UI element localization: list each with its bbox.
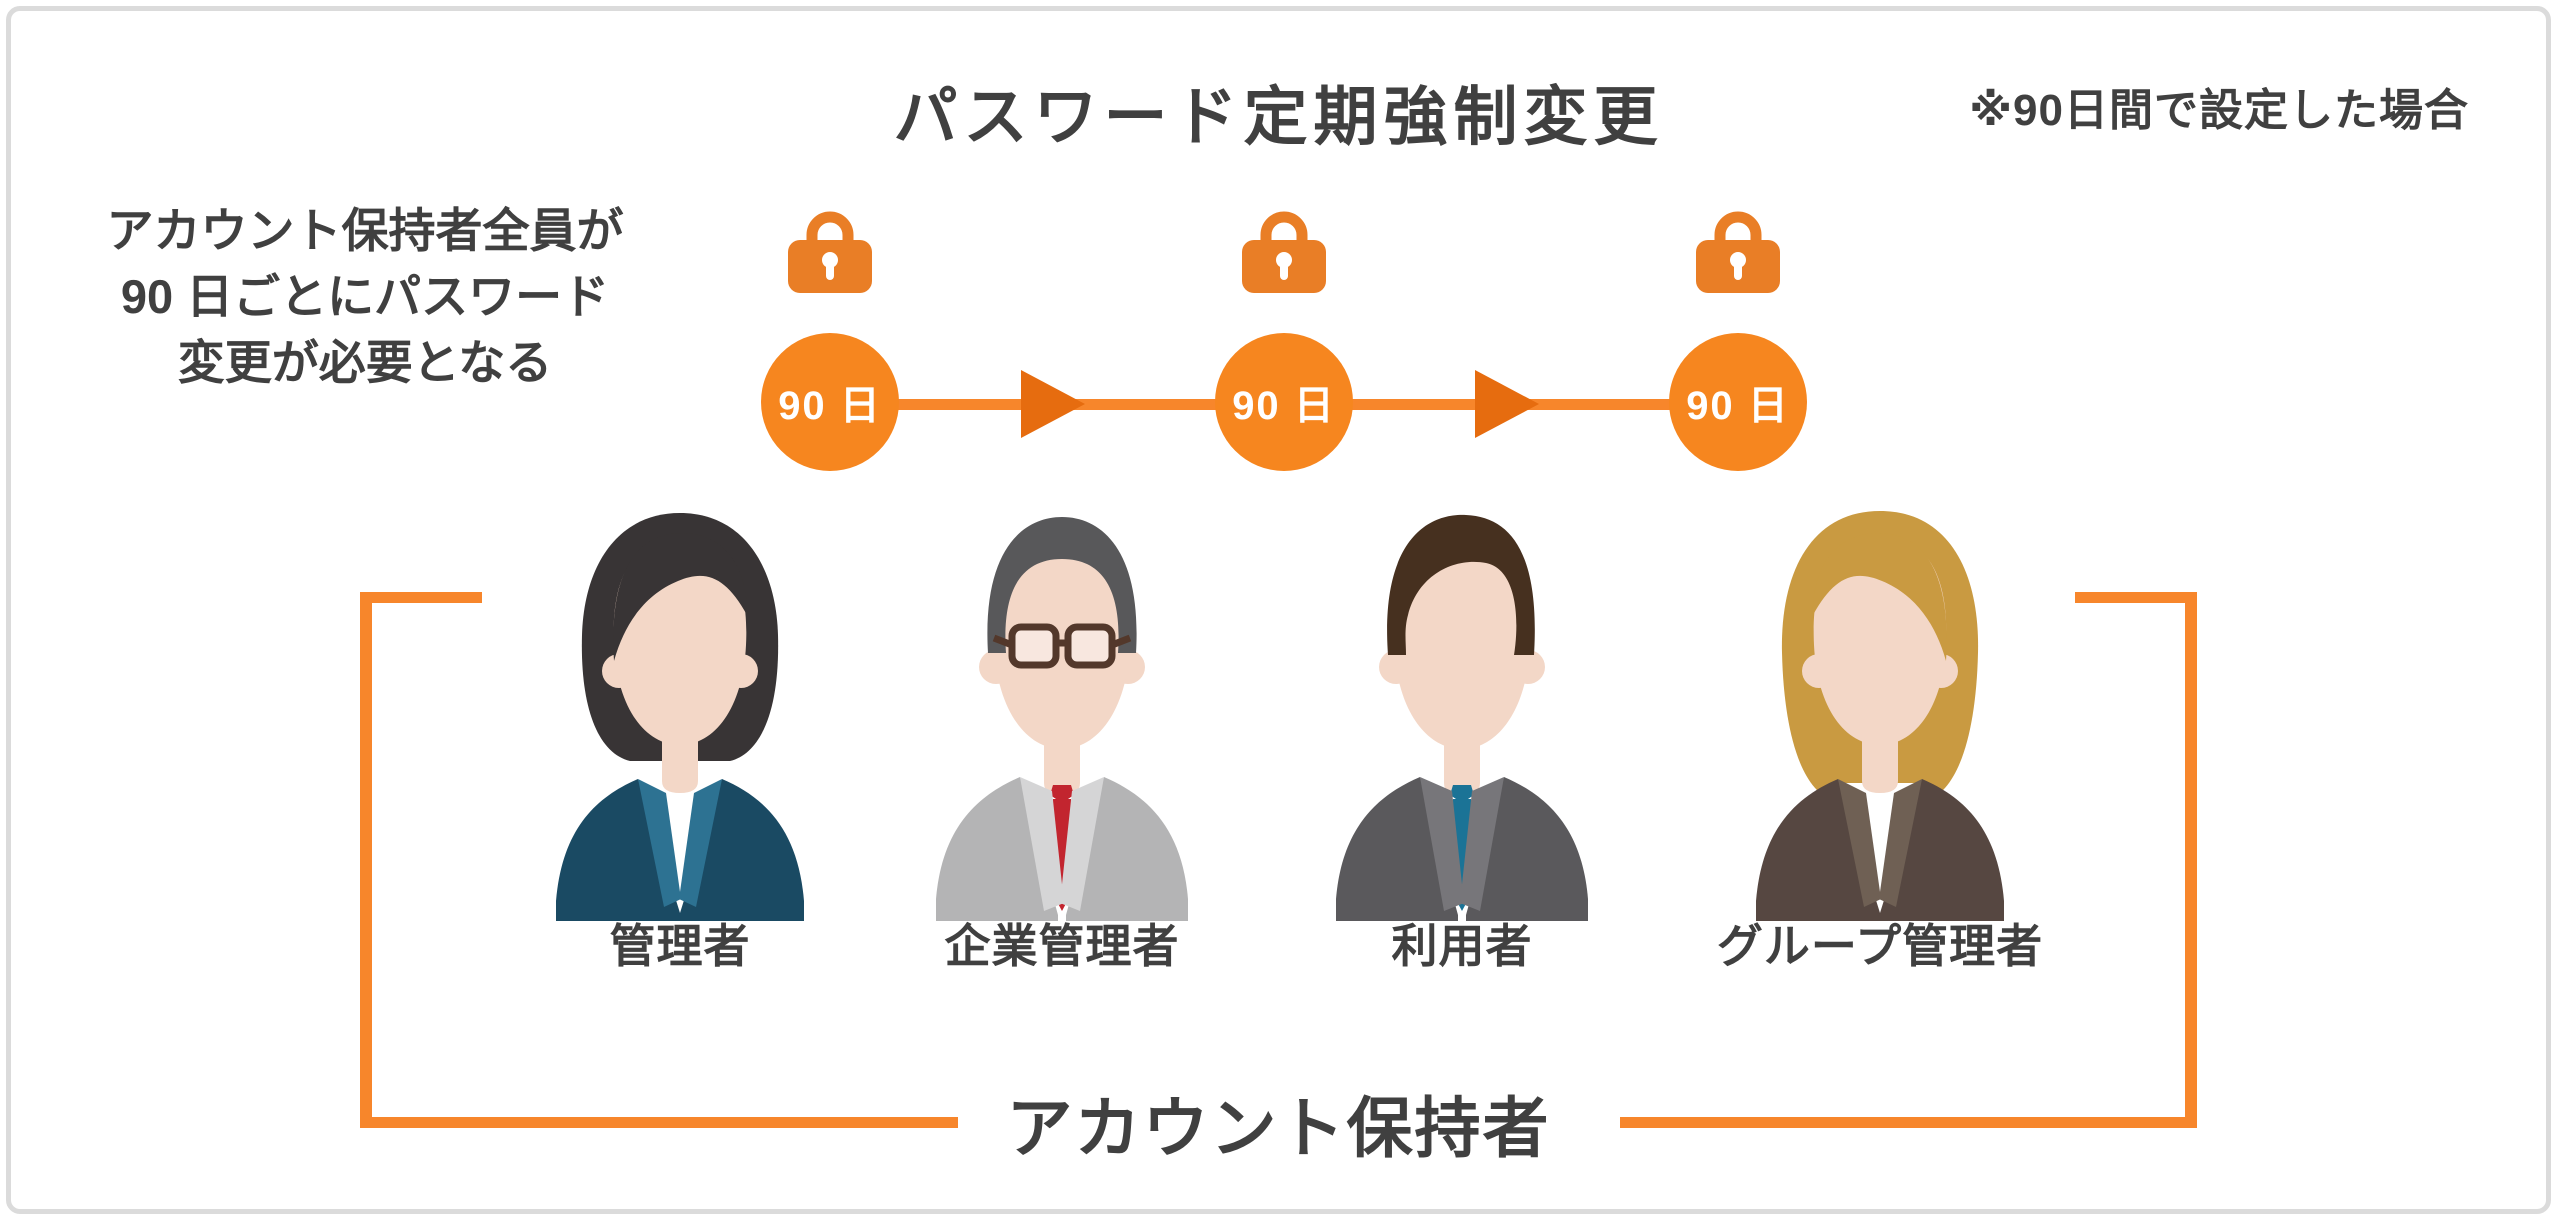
interval-label: 90 日 bbox=[778, 384, 882, 428]
bracket-left-top-arm bbox=[360, 592, 482, 603]
arrow-right-icon bbox=[1021, 370, 1085, 438]
member-label-admin: 管理者 bbox=[609, 920, 751, 972]
avatar-corporate-admin-man bbox=[936, 517, 1188, 921]
interval-badge: 90 日 bbox=[1669, 333, 1807, 471]
interval-label: 90 日 bbox=[1232, 384, 1336, 428]
member-label-group-admin: グループ管理者 bbox=[1716, 920, 2044, 972]
lock-icon bbox=[788, 211, 872, 293]
lock-icon bbox=[1242, 211, 1326, 293]
page-title: パスワード定期強制変更 bbox=[893, 81, 1664, 153]
note-text: ※90日間で設定した場合 bbox=[1969, 86, 2469, 135]
description-line-2: 90 日ごとにパスワード bbox=[120, 269, 610, 323]
description-line-3: 変更が必要となる bbox=[177, 335, 553, 389]
avatar-group-admin-woman bbox=[1756, 511, 2004, 921]
avatar-admin-woman bbox=[556, 513, 804, 921]
arrow-right-icon bbox=[1475, 370, 1539, 438]
interval-badge: 90 日 bbox=[761, 333, 899, 471]
description-text: アカウント保持者全員が 90 日ごとにパスワード 変更が必要となる bbox=[55, 198, 675, 395]
bracket-left-bottom-arm bbox=[360, 1117, 958, 1128]
account-holders-label: アカウント保持者 bbox=[1006, 1091, 1551, 1165]
avatar-user-man bbox=[1336, 514, 1588, 921]
bracket-right-bottom-arm bbox=[1620, 1117, 2197, 1128]
interval-label: 90 日 bbox=[1686, 384, 1790, 428]
bracket-right-top-arm bbox=[2075, 592, 2197, 603]
member-label-user: 利用者 bbox=[1391, 920, 1533, 972]
description-line-1: アカウント保持者全員が bbox=[106, 204, 624, 257]
lock-icon bbox=[1696, 211, 1780, 293]
outer-frame-border bbox=[6, 6, 2551, 1214]
bracket-right-vertical bbox=[2185, 592, 2197, 1128]
interval-badge: 90 日 bbox=[1215, 333, 1353, 471]
bracket-left-vertical bbox=[360, 592, 372, 1128]
member-label-corporate-admin: 企業管理者 bbox=[944, 920, 1180, 972]
